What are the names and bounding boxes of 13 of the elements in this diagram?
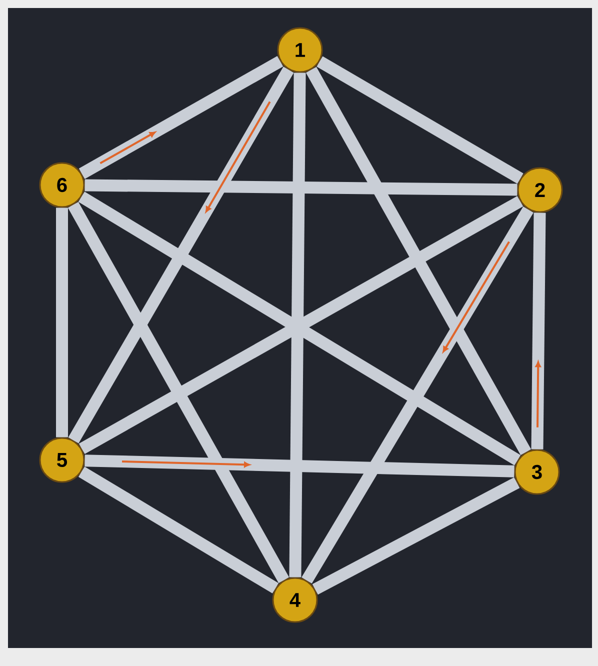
graph-edge <box>289 72 306 578</box>
graph-edge <box>68 66 294 444</box>
graph-edge <box>316 56 524 184</box>
graph-edge <box>531 212 546 450</box>
graph-edge <box>56 208 68 438</box>
graph-edge <box>84 454 514 478</box>
graph-edge <box>78 466 279 594</box>
graph-edge <box>302 206 534 584</box>
graph-edge <box>84 179 518 196</box>
graph-edge <box>306 66 532 456</box>
graph-edge <box>312 477 520 595</box>
graph-edge <box>68 202 290 584</box>
graph-edge <box>78 56 284 179</box>
